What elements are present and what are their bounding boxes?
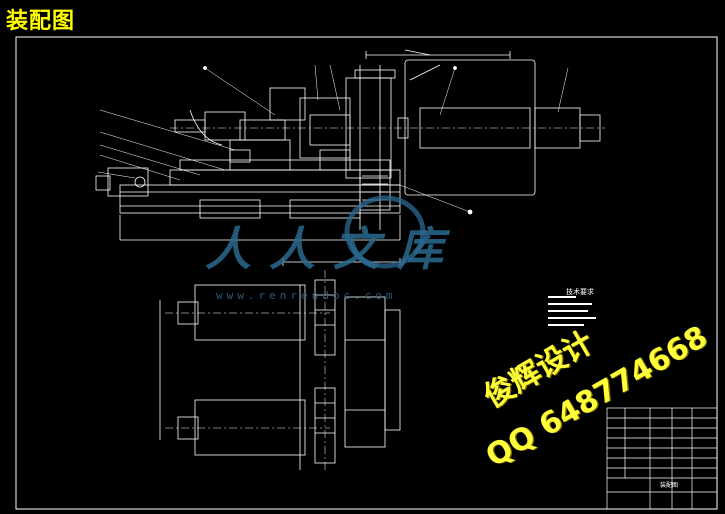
technical-notes-title: 技术要求 <box>566 288 594 296</box>
front-view <box>95 49 605 241</box>
watermark-logo <box>344 195 426 269</box>
sheet-frame <box>15 36 718 510</box>
watermark-url: www.renrendoc.com <box>216 289 397 302</box>
title-block <box>606 407 718 510</box>
plan-view <box>159 258 401 470</box>
watermark-logo-text: 人人文库 <box>205 222 461 276</box>
title-block-name: 装配图 <box>660 482 679 489</box>
technical-notes <box>548 296 596 326</box>
drawing-title: 装配图 <box>6 9 76 34</box>
